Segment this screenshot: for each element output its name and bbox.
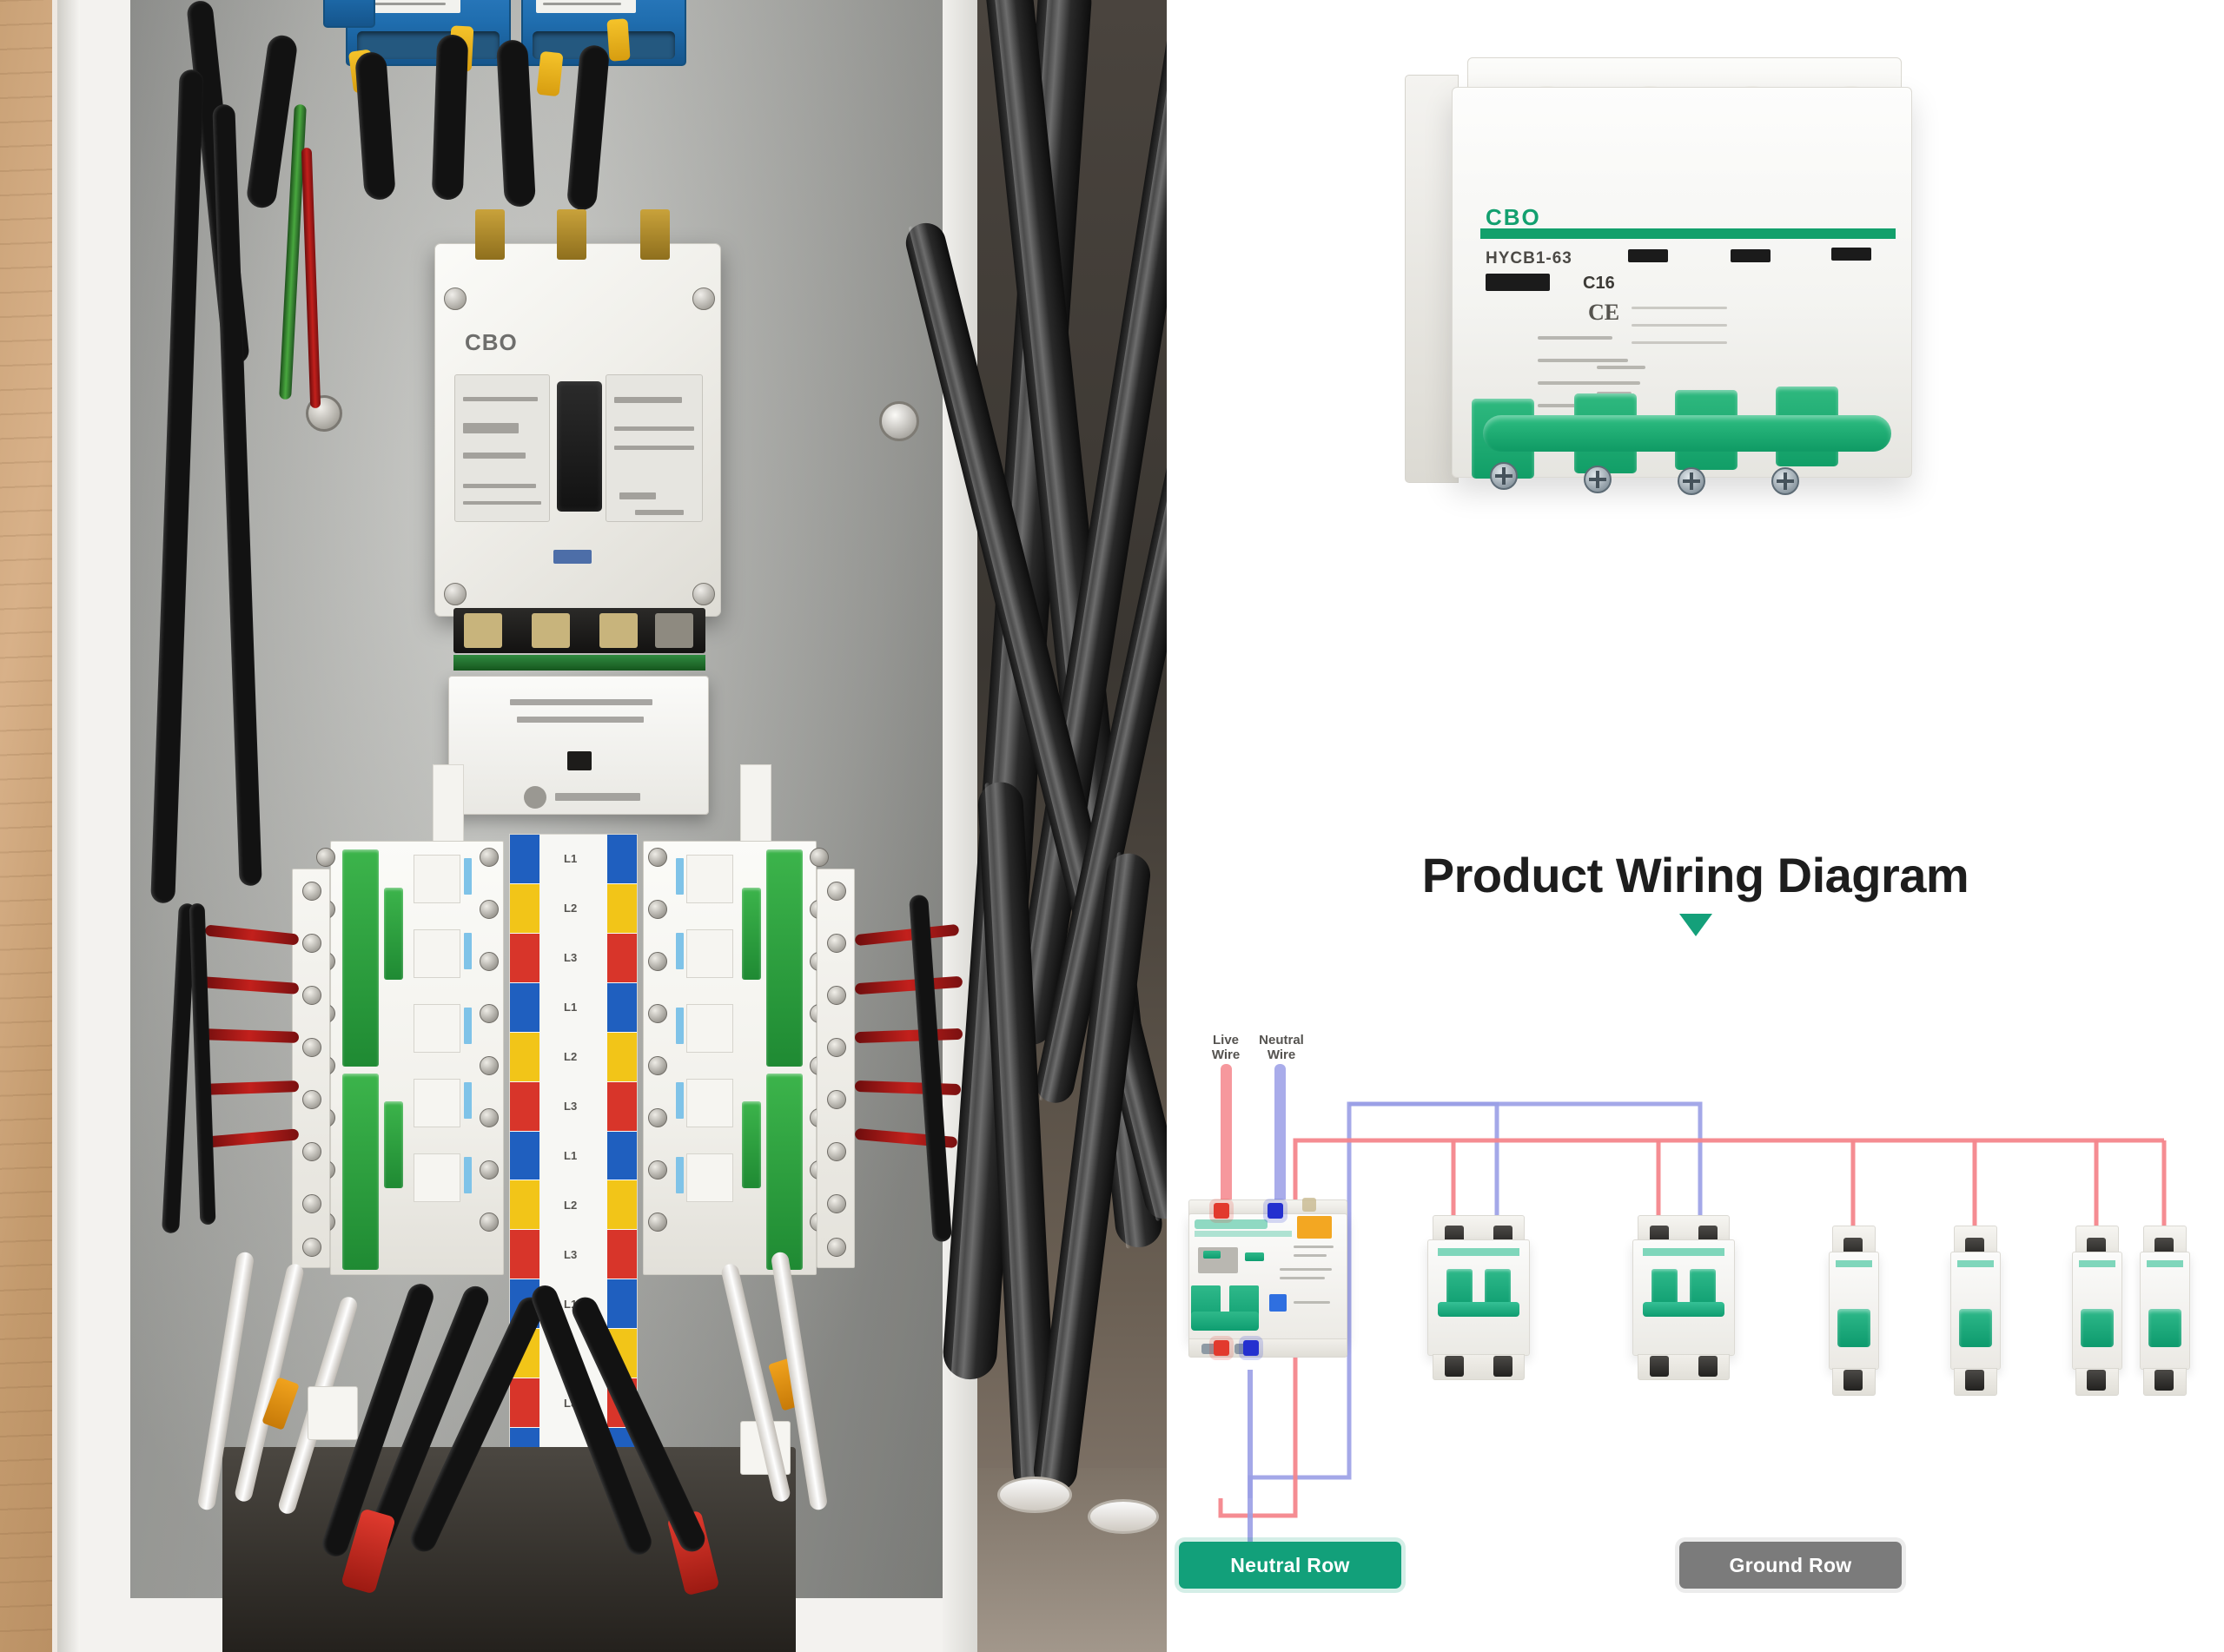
hero-rating-label: C16 — [1583, 274, 1615, 293]
neutral-wire-label-line1: Neutral — [1259, 1033, 1304, 1047]
breaker-front-face: CBO HYCB1-63 C16 CE — [1452, 87, 1912, 479]
busbar-phase-block — [607, 1131, 637, 1180]
busbar-phase-block — [510, 1180, 539, 1230]
live-wire-label: Live Wire — [1191, 1033, 1261, 1062]
conduit-grommet — [997, 1477, 1072, 1513]
ground-row-label: Ground Row — [1729, 1553, 1852, 1576]
busbar-phase-label: L2 — [564, 902, 578, 915]
distribution-panel-photo: CBO — [0, 0, 1167, 1652]
hero-brand-label: CBO — [1486, 204, 1541, 230]
cable-marker — [536, 50, 564, 97]
conduit-grommet — [1088, 1499, 1159, 1534]
terminal-screw — [1771, 467, 1799, 495]
mcb-2pole-1[interactable] — [1427, 1215, 1530, 1380]
terminal-screw — [1490, 462, 1518, 490]
pole-marker — [1731, 249, 1771, 262]
neutral-wire-label-line2: Wire — [1267, 1047, 1296, 1062]
terminal-screw — [1678, 467, 1705, 495]
busbar-phase-block — [607, 883, 637, 933]
busbar-phase-block — [510, 933, 539, 982]
busbar-phase-block — [510, 982, 539, 1032]
rcbo-live-input-terminal — [1214, 1203, 1229, 1219]
busbar-phase-block — [607, 1032, 637, 1081]
terminal-screw — [1584, 466, 1612, 493]
current-transformer-module — [323, 0, 375, 28]
busbar-phase-block — [607, 1279, 637, 1329]
live-wire-label-line2: Wire — [1211, 1047, 1241, 1062]
busbar-phase-label: L2 — [564, 1198, 578, 1212]
busbar-phase-label: L3 — [564, 951, 578, 965]
busbar-phase-block — [607, 933, 637, 982]
cable-tag — [308, 1386, 358, 1440]
product-panel: CBO HYCB1-63 C16 CE — [1167, 0, 2224, 1652]
busbar-phase-block — [607, 835, 637, 883]
mccb-main-breaker[interactable]: CBO — [434, 209, 721, 617]
feeder-cable — [431, 34, 469, 201]
terminal-strip — [292, 869, 330, 1268]
rcbo-main-switch[interactable] — [1188, 1213, 1347, 1342]
busbar-phase-label: L2 — [564, 1050, 578, 1064]
barcode-block — [1486, 274, 1550, 291]
rcbo-live-output-terminal — [1214, 1340, 1229, 1356]
hero-model-label: HYCB1-63 — [1486, 249, 1572, 268]
neutral-row-bar[interactable]: Neutral Row — [1179, 1542, 1401, 1589]
hero-product-image: CBO HYCB1-63 C16 CE — [1400, 52, 1956, 573]
busbar-phase-label: L3 — [564, 1247, 578, 1261]
busbar-phase-label: L1 — [564, 1001, 578, 1014]
busbar-phase-block — [510, 1081, 539, 1131]
neutral-row-label: Neutral Row — [1230, 1553, 1350, 1576]
busbar-phase-block — [510, 1378, 539, 1428]
mcb-1pole-2[interactable] — [1950, 1226, 2001, 1396]
rcbo-neutral-output-terminal — [1243, 1340, 1259, 1356]
mcb-1pole-3[interactable] — [2072, 1226, 2122, 1396]
enclosure-left-shadow — [57, 0, 80, 1652]
live-wire-label-line1: Live — [1212, 1033, 1239, 1047]
mcb-bank-left — [316, 841, 504, 1275]
panel-mounting-screw — [879, 401, 919, 441]
busbar-phase-block — [607, 1180, 637, 1230]
busbar-phase-block — [607, 982, 637, 1032]
rcbo-neutral-input-terminal — [1268, 1203, 1283, 1219]
common-trip-bar[interactable] — [1483, 415, 1891, 452]
surge-protection-cover — [448, 676, 709, 815]
busbar-phase-block — [510, 1131, 539, 1180]
cable-marker — [606, 18, 631, 62]
busbar-phase-label: L1 — [564, 1149, 578, 1162]
ground-row-bar[interactable]: Ground Row — [1679, 1542, 1902, 1589]
mccb-brand: CBO — [465, 329, 518, 355]
mcb-bank-right — [643, 841, 829, 1275]
test-button[interactable] — [1297, 1216, 1332, 1239]
mcb-1pole-1[interactable] — [1829, 1226, 1879, 1396]
ce-mark: CE — [1588, 300, 1620, 325]
busbar-phase-block — [510, 883, 539, 933]
pole-marker — [1831, 248, 1871, 261]
busbar-phase-block — [607, 1081, 637, 1131]
section-arrow-icon — [1678, 914, 1712, 936]
earth-bar — [453, 655, 705, 671]
busbar-phase-block — [510, 1230, 539, 1279]
section-title: Product Wiring Diagram — [1421, 848, 1969, 902]
terminal-strip — [817, 869, 855, 1268]
status-indicator — [1269, 1294, 1287, 1312]
busbar-phase-label: L3 — [564, 1100, 578, 1113]
wiring-lines — [1218, 1064, 2167, 1543]
busbar-phase-label: L1 — [564, 852, 578, 866]
neutral-wire-label: Neutral Wire — [1247, 1033, 1316, 1062]
busbar-phase-block — [510, 1032, 539, 1081]
busbar-phase-block — [510, 835, 539, 883]
mcb-1pole-4[interactable] — [2140, 1226, 2190, 1396]
rcbo-aux-terminal — [1302, 1198, 1316, 1212]
mcb-2pole-2[interactable] — [1632, 1215, 1735, 1380]
brand-stripe — [1480, 228, 1896, 239]
wiring-diagram: Live Wire Neutral Wire — [1167, 1029, 2224, 1637]
pole-marker — [1628, 249, 1668, 262]
busbar-phase-block — [607, 1230, 637, 1279]
breaker-side-face — [1405, 75, 1459, 483]
rcbo-bottom-terminals — [1188, 1338, 1347, 1358]
